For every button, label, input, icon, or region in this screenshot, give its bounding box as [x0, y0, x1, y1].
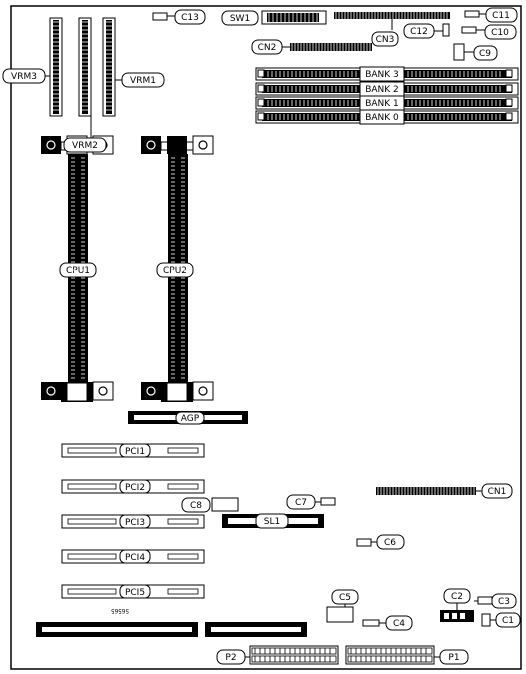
bank0-slot: BANK 0 — [255, 109, 519, 125]
pci1-slot: PCI1 — [61, 443, 205, 458]
c4-label: C4 — [393, 619, 405, 629]
c3-label: C3 — [498, 597, 510, 607]
pci3-label: PCI3 — [125, 518, 145, 528]
bank2-slot: BANK 2 — [255, 81, 519, 97]
memory-banks: BANK 3 BANK 2 BANK 1 BANK 0 — [255, 66, 519, 125]
board-outline — [10, 5, 522, 670]
vrm2-label: VRM2 — [72, 141, 98, 151]
bank0-label: BANK 0 — [365, 113, 399, 123]
c8-jumper: C8 — [181, 497, 239, 513]
c12-jumper: C12 — [403, 23, 450, 39]
pci5-slot: PCI5 — [61, 584, 205, 599]
sw1-switch: SW1 — [221, 10, 327, 26]
c9-jumper: C9 — [453, 43, 498, 61]
cpu1-slot: VRM2 CPU1 — [41, 135, 114, 402]
bank3-slot: BANK 3 — [255, 66, 519, 82]
c5-label: C5 — [339, 593, 351, 603]
bank1-label: BANK 1 — [365, 99, 399, 109]
bank3-label: BANK 3 — [365, 70, 399, 80]
c12-label: C12 — [410, 27, 428, 37]
vrm1-label: VRM1 — [130, 76, 156, 86]
pci1-label: PCI1 — [125, 447, 145, 457]
vrm3-label: VRM3 — [11, 72, 37, 82]
pci5-label: PCI5 — [125, 588, 145, 598]
vrm1-connector: VRM1 — [102, 17, 165, 117]
p2-connector: P2 — [216, 645, 339, 665]
cpu1-label: CPU1 — [66, 266, 90, 276]
c3-jumper: C3 — [474, 593, 517, 609]
c6-jumper: C6 — [356, 534, 405, 550]
p2-label: P2 — [225, 653, 236, 663]
c5-jumper: C5 — [326, 589, 359, 623]
c8-label: C8 — [190, 501, 202, 511]
cpu2-slot: CPU2 — [141, 135, 214, 402]
c13-label: C13 — [181, 13, 199, 23]
vrm2-connector — [78, 17, 92, 138]
pci3-slot: PCI3 — [61, 514, 205, 529]
cn2-label: CN2 — [258, 43, 277, 53]
p1-label: P1 — [448, 653, 459, 663]
c10-jumper: C10 — [461, 24, 517, 40]
cn2-connector: CN2 — [251, 39, 372, 55]
c2-jumper: C2 — [440, 588, 474, 622]
cpu2-label: CPU2 — [163, 266, 187, 276]
board-code-text: 56565 — [111, 607, 129, 614]
bank1-slot: BANK 1 — [255, 95, 519, 111]
c2-label: C2 — [451, 592, 463, 602]
c11-jumper: C11 — [464, 7, 518, 23]
c1-jumper: C1 — [481, 612, 521, 628]
c10-label: C10 — [491, 28, 509, 38]
p1-connector: P1 — [345, 645, 469, 665]
cn1-label: CN1 — [488, 487, 507, 497]
c9-label: C9 — [479, 49, 491, 59]
c7-label: C7 — [295, 498, 307, 508]
ide-connector-short — [205, 622, 307, 637]
sl1-slot: SL1 — [222, 513, 324, 529]
pci2-label: PCI2 — [125, 483, 145, 493]
c7-jumper: C7 — [286, 494, 336, 510]
c1-label: C1 — [502, 616, 514, 626]
agp-slot: AGP — [128, 411, 248, 425]
bank2-label: BANK 2 — [365, 85, 399, 95]
c4-jumper: C4 — [362, 615, 413, 631]
pci4-slot: PCI4 — [61, 549, 205, 564]
pci2-slot: PCI2 — [61, 479, 205, 494]
sw1-label: SW1 — [230, 14, 250, 24]
vrm3-connector: VRM3 — [2, 17, 63, 117]
c6-label: C6 — [384, 538, 396, 548]
agp-label: AGP — [181, 414, 200, 424]
sl1-label: SL1 — [264, 517, 280, 527]
board-code: 56565 — [111, 607, 129, 614]
pci4-label: PCI4 — [125, 553, 145, 563]
cn3-connector: CN3 — [334, 12, 450, 47]
c11-label: C11 — [492, 11, 510, 21]
ide-connector-long — [36, 622, 198, 637]
c13-jumper: C13 — [152, 9, 206, 25]
cn3-label: CN3 — [376, 35, 395, 45]
